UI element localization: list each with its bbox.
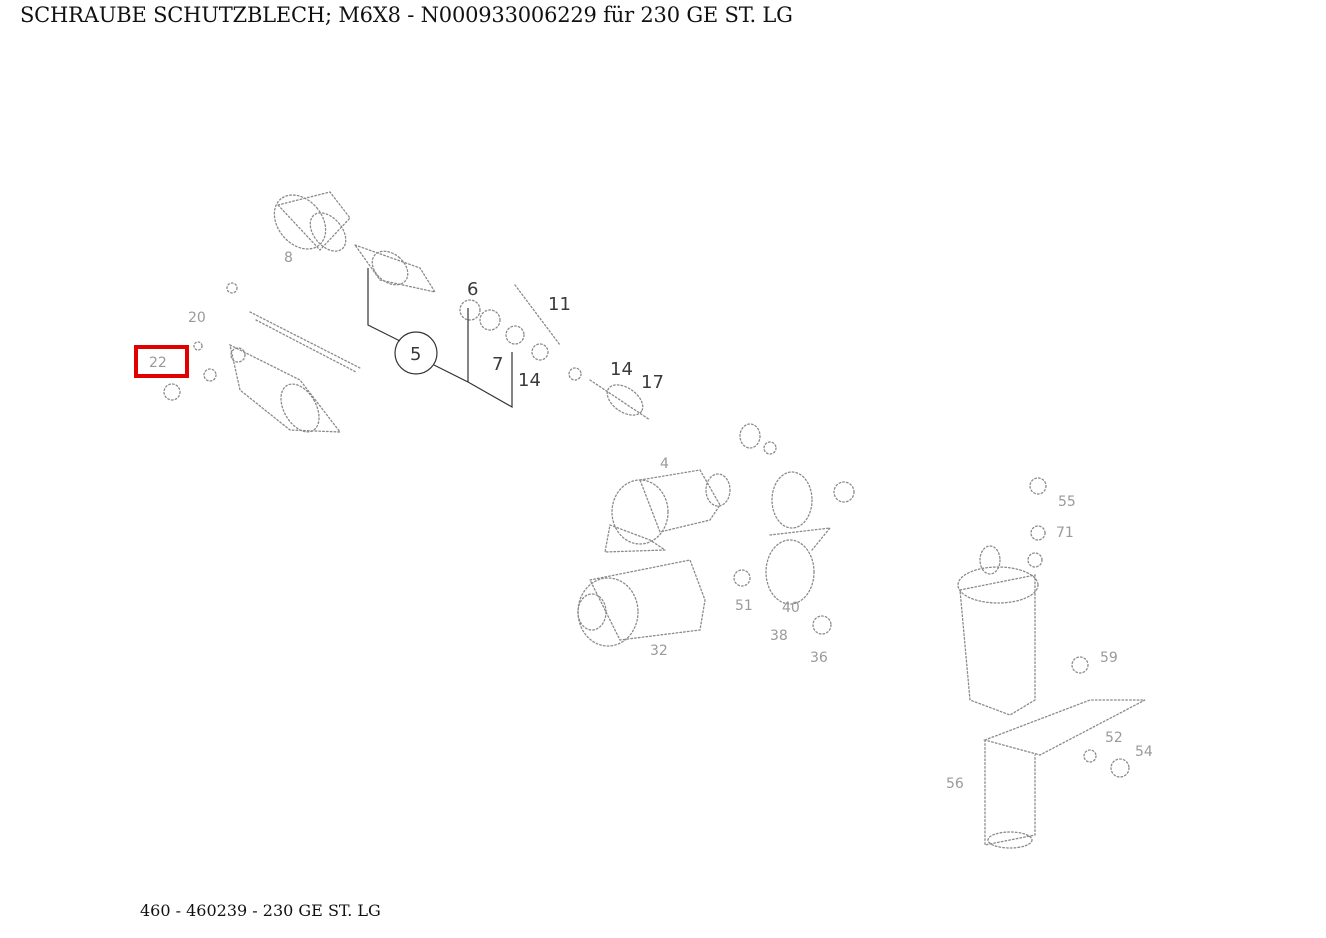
svg-text:32: 32	[650, 643, 668, 659]
svg-text:56: 56	[946, 776, 964, 792]
highlighted-part-number: 22	[149, 355, 167, 371]
svg-text:4: 4	[660, 456, 669, 472]
svg-text:40: 40	[782, 600, 800, 616]
svg-text:8: 8	[284, 250, 293, 266]
assembly-middle: 4 51 38 40 36 32	[577, 423, 855, 666]
callout-lines: 5 6 7 11 14 14 17	[367, 268, 664, 409]
label-14a: 14	[518, 370, 541, 391]
assembly-right: 55 71 59 52 54 56	[946, 477, 1153, 849]
svg-text:55: 55	[1058, 494, 1076, 510]
label-6: 6	[467, 279, 478, 300]
svg-text:51: 51	[735, 598, 753, 614]
label-14b: 14	[610, 359, 633, 380]
svg-text:71: 71	[1056, 525, 1074, 541]
svg-text:36: 36	[810, 650, 828, 666]
callout-5: 5	[410, 344, 421, 365]
label-11: 11	[548, 294, 571, 315]
svg-text:59: 59	[1100, 650, 1118, 666]
label-7: 7	[492, 354, 503, 375]
highlight-box[interactable]: 22	[134, 345, 189, 378]
svg-text:52: 52	[1105, 730, 1123, 746]
svg-text:54: 54	[1135, 744, 1153, 760]
label-17: 17	[641, 372, 664, 393]
footer-text: 460 - 460239 - 230 GE ST. LG	[140, 901, 381, 920]
svg-text:20: 20	[188, 310, 206, 326]
assembly-left: 8 20	[163, 191, 651, 433]
svg-text:38: 38	[770, 628, 788, 644]
page-title: SCHRAUBE SCHUTZBLECH; M6X8 - N0009330062…	[20, 3, 793, 27]
